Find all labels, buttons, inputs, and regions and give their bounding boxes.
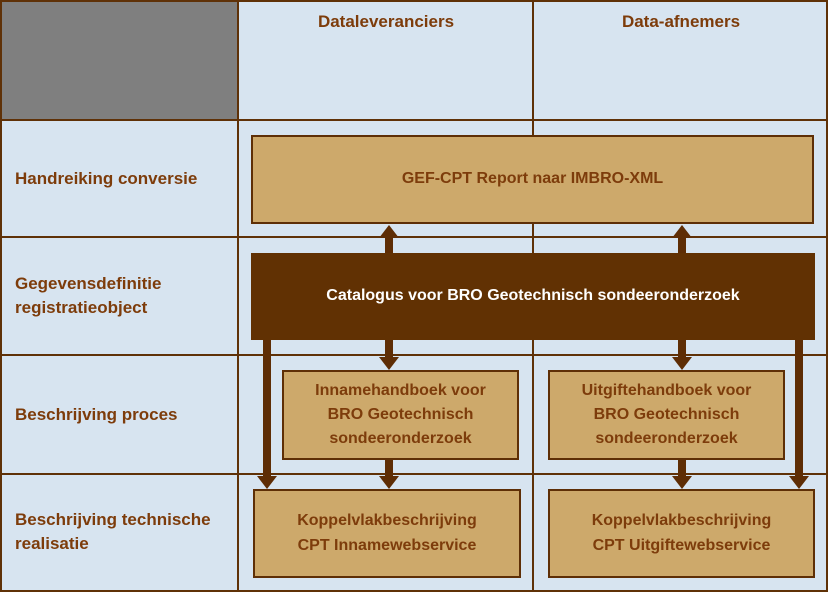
arrow-down-icon <box>789 476 809 489</box>
arrow-catalogus-to-innamehandboek-shaft <box>385 339 393 358</box>
arrow-catalogus-to-gef-left-shaft <box>385 236 393 254</box>
row-label-handreiking-conversie: Handreiking conversie <box>15 168 198 188</box>
arrow-up-icon <box>379 225 399 238</box>
arrow-down-icon <box>379 357 399 370</box>
arrow-up-icon <box>672 225 692 238</box>
arrow-down-icon <box>257 476 277 489</box>
arrow-catalogus-to-gef-right-shaft <box>678 236 686 254</box>
arrow-innamehandboek-to-koppelvlak-shaft <box>385 459 393 477</box>
row-label-beschrijving-technische-realisatie: Beschrijving technische realisatie <box>15 509 211 553</box>
column-header-dataleveranciers: Dataleveranciers <box>317 12 455 31</box>
arrow-catalogus-to-koppelvlak-inname-long-shaft <box>263 339 271 477</box>
grid-vertical-divider-labels <box>237 2 239 590</box>
row-label-gegevensdefinitie-registratieobject: Gegevensdefinitie registratieobject <box>15 274 162 317</box>
grid-horizontal-divider-2 <box>2 236 826 238</box>
box-catalogus-bro-geotechnisch-sondeeronderzoek: Catalogus voor BRO Geotechnisch sondeero… <box>251 253 815 340</box>
grid-horizontal-divider-3 <box>2 354 826 356</box>
arrow-catalogus-to-koppelvlak-uitgifte-long-shaft <box>795 339 803 477</box>
arrow-down-icon <box>379 476 399 489</box>
row-label-beschrijving-proces: Beschrijving proces <box>15 404 178 424</box>
box-gef-cpt-report-naar-imbro-xml: GEF-CPT Report naar IMBRO-XML <box>251 135 814 224</box>
box-uitgiftehandboek: Uitgiftehandboek voor BRO Geotechnisch s… <box>548 370 785 460</box>
grid-horizontal-divider-1 <box>2 119 826 121</box>
corner-gray-cell <box>2 2 238 120</box>
arrow-down-icon <box>672 476 692 489</box>
arrow-down-icon <box>672 357 692 370</box>
column-header-data-afnemers: Data-afnemers <box>621 12 741 31</box>
box-koppelvlak-uitgiftewebservice: Koppelvlakbeschrijving CPT Uitgiftewebse… <box>548 489 815 578</box>
box-koppelvlak-innamewebservice: Koppelvlakbeschrijving CPT Innamewebserv… <box>253 489 521 578</box>
grid-horizontal-divider-4 <box>2 473 826 475</box>
arrow-catalogus-to-uitgiftehandboek-shaft <box>678 339 686 358</box>
box-innamehandboek: Innamehandboek voor BRO Geotechnisch son… <box>282 370 519 460</box>
arrow-uitgiftehandboek-to-koppelvlak-shaft <box>678 459 686 477</box>
